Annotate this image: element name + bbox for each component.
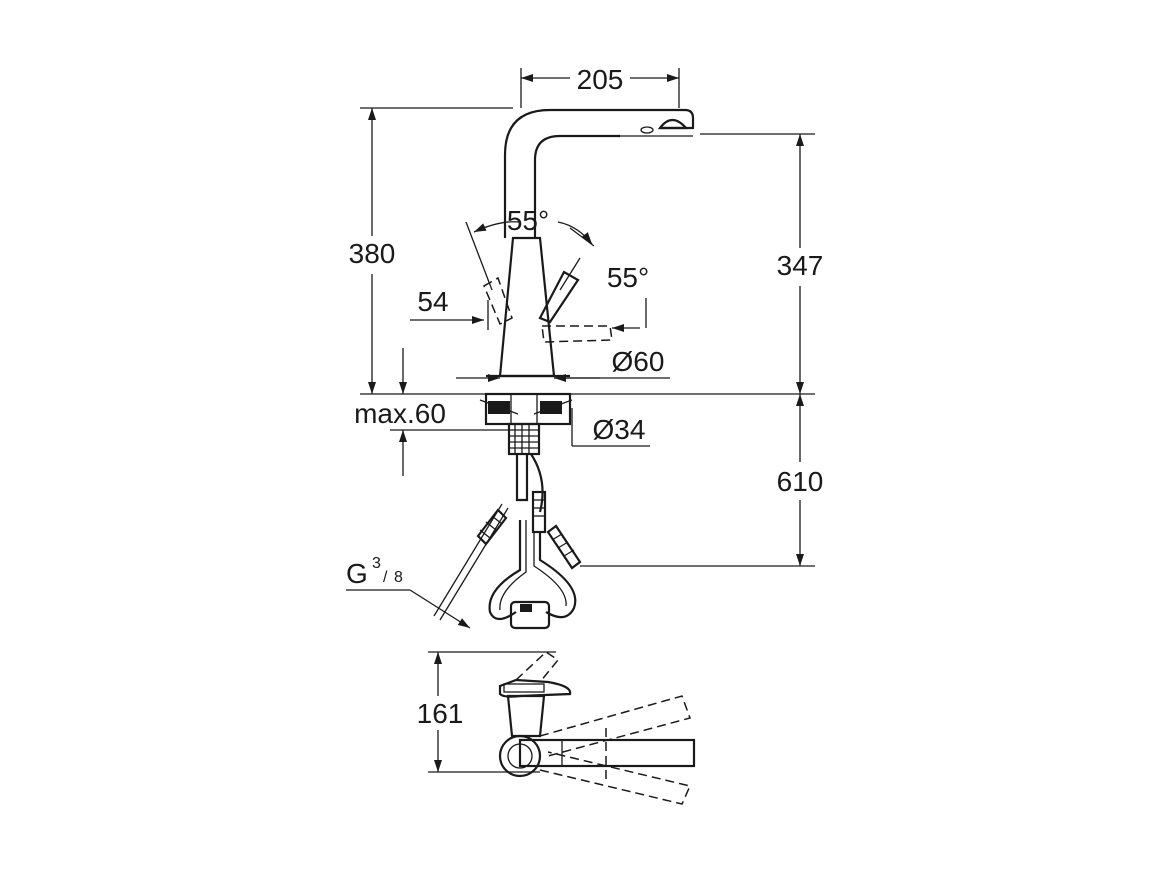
dim-380-label: 380 bbox=[349, 238, 396, 269]
supply-hose-right bbox=[530, 453, 544, 513]
hose-weight bbox=[509, 600, 551, 630]
spout-outline bbox=[503, 108, 695, 238]
dim-max60-label: max.60 bbox=[354, 398, 446, 429]
fixing-plate-hatch bbox=[479, 399, 573, 415]
dim-max-deck: max.60 bbox=[354, 348, 510, 476]
top-spout bbox=[518, 738, 696, 768]
threaded-shank bbox=[507, 422, 541, 456]
top-lever bbox=[498, 678, 572, 698]
dim-angle-right: 55° bbox=[557, 221, 649, 332]
dim-total-height: 380 bbox=[349, 107, 513, 394]
top-spout-ghost-down bbox=[539, 751, 692, 805]
dim-610-label: 610 bbox=[777, 466, 824, 497]
spray-head-button bbox=[640, 126, 654, 134]
dim-161-label: 161 bbox=[417, 698, 464, 729]
thread-slash: / bbox=[383, 569, 388, 586]
feed-pipe bbox=[439, 507, 509, 621]
faucet-top-view bbox=[498, 651, 696, 805]
dim-lever-offset: 54 bbox=[410, 286, 489, 330]
thread-numerator-label: 3 bbox=[372, 555, 381, 572]
spray-head bbox=[657, 118, 689, 130]
top-base-ring bbox=[498, 734, 542, 778]
lever-ghost-right bbox=[541, 325, 613, 343]
thread-letter-label: G bbox=[346, 558, 368, 589]
dim-55-left-label: 55° bbox=[507, 205, 549, 236]
dim-hole-diameter: Ø34 bbox=[571, 408, 650, 447]
dim-o34-label: Ø34 bbox=[593, 414, 646, 445]
top-spout-ghost-up bbox=[539, 695, 691, 757]
dim-55-right-label: 55° bbox=[607, 262, 649, 293]
top-lever-ghost bbox=[515, 651, 560, 683]
spout-inner bbox=[533, 134, 620, 238]
dim-base-diameter: Ø60 bbox=[456, 346, 670, 382]
faucet-side-view bbox=[360, 108, 815, 630]
supply-hose-left bbox=[515, 454, 529, 502]
thread-denominator-label: 8 bbox=[394, 569, 403, 586]
lever-ghost-left bbox=[483, 276, 513, 326]
dim-thread: G 3 / 8 bbox=[346, 555, 471, 629]
top-body bbox=[506, 694, 546, 738]
mounting-bolt-right bbox=[546, 524, 582, 570]
dim-spout-height: 347 bbox=[700, 133, 824, 394]
dim-205-label: 205 bbox=[577, 64, 624, 95]
mounting-bolt-left bbox=[476, 508, 508, 546]
dim-spout-reach: 205 bbox=[520, 64, 680, 108]
lever-solid bbox=[538, 270, 580, 324]
dim-54-label: 54 bbox=[417, 286, 448, 317]
dim-hose-length: 610 bbox=[580, 394, 824, 567]
dim-top-view-height: 161 bbox=[417, 651, 556, 773]
dim-angle-left: 55° bbox=[465, 205, 549, 291]
dim-o60-label: Ø60 bbox=[612, 346, 665, 377]
shank-threads bbox=[509, 424, 539, 454]
pullout-hose-loop bbox=[488, 520, 577, 621]
dim-347-label: 347 bbox=[777, 250, 824, 281]
